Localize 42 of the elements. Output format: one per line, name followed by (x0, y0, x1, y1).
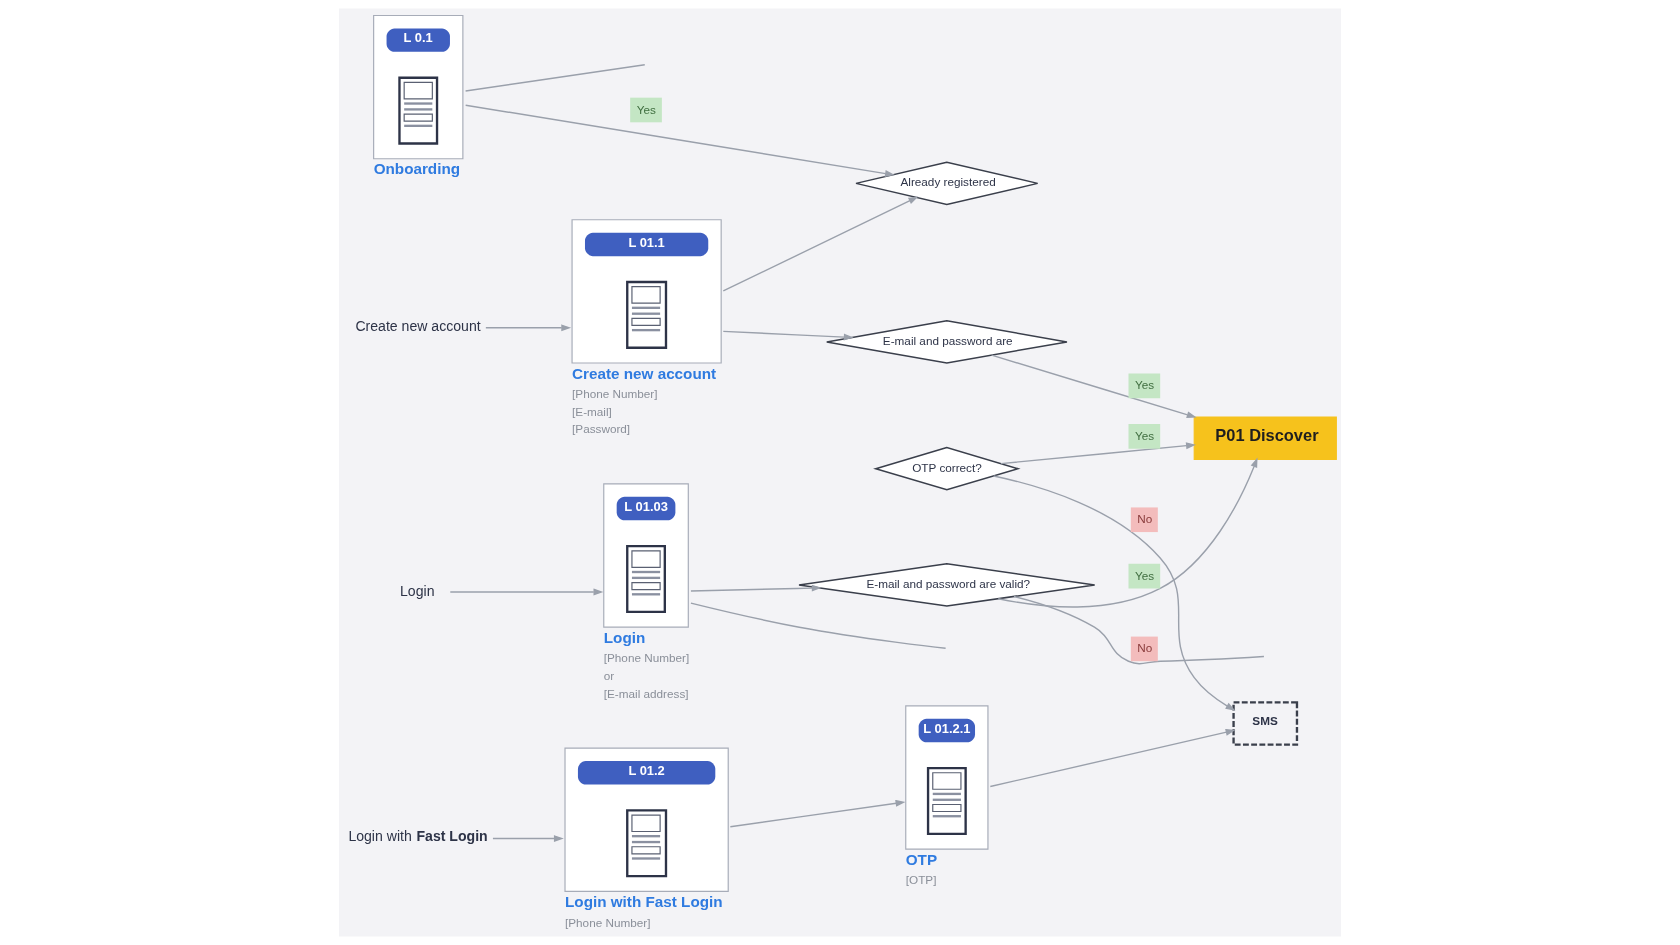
arrow (485, 324, 572, 332)
arrow (1000, 442, 1196, 465)
node-diamond: E-mail and password are valid? (798, 563, 1096, 607)
node-diamond: OTP correct? (873, 446, 1021, 491)
node-label: [E-mail address] (603, 686, 689, 700)
arrow (722, 196, 919, 292)
edge-label: No (1137, 641, 1153, 655)
node-label: [E-mail] (572, 404, 612, 418)
arrow (449, 588, 604, 596)
node-text: Login with Fast Login (348, 828, 488, 844)
arrow (997, 457, 1258, 608)
node-label: Create new account (572, 364, 717, 382)
node-label: [Phone Number] (572, 387, 658, 401)
arrow (492, 835, 564, 842)
node-text: Create new account (355, 318, 481, 335)
edge-label: Yes (1134, 568, 1155, 582)
node-label: Login with Fast Login (565, 893, 723, 911)
node-box: SMS (1232, 701, 1299, 746)
node-label: [OTP] (905, 873, 937, 887)
edge-label: Yes (1134, 428, 1155, 442)
node-label: [Phone Number] (603, 651, 690, 665)
node-label: [Phone Number] (565, 915, 651, 929)
arrow (993, 475, 1236, 711)
edge-label: No (1137, 512, 1153, 526)
node-label: OTP (905, 850, 938, 868)
arrow (464, 104, 895, 177)
arrow (989, 728, 1236, 788)
arrow (729, 799, 906, 828)
node-box: P01 Discover (1193, 416, 1337, 460)
node-diamond: E-mail and password are (825, 319, 1068, 364)
arrow (690, 584, 822, 592)
edge-label: Yes (636, 102, 656, 116)
arrow (990, 354, 1197, 419)
node-label: Onboarding (373, 160, 461, 178)
node-label: or (603, 669, 615, 683)
edge-label: Yes (1134, 378, 1155, 392)
connector (690, 602, 947, 649)
node-label: Login (603, 628, 646, 646)
node-label: [Password] (572, 422, 631, 436)
arrow (722, 330, 854, 341)
connector (464, 64, 646, 92)
node-text: Login (400, 582, 435, 599)
